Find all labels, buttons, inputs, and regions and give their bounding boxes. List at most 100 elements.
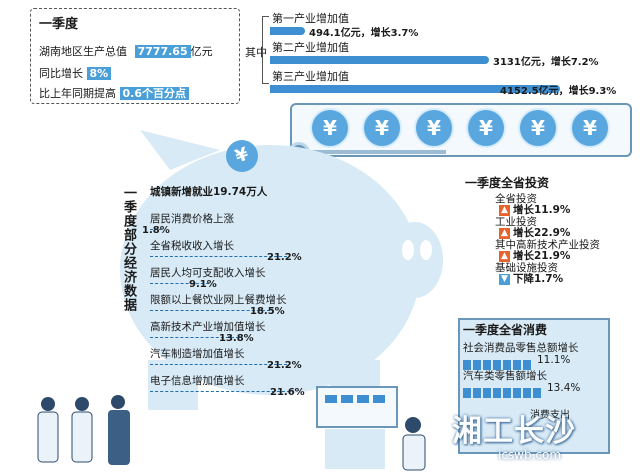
yuan-coin-icon: ¥	[466, 108, 506, 148]
yuan-coin-icon: ¥	[362, 108, 402, 148]
investment-item-label: 工业投资	[495, 216, 537, 228]
consumption-bar-segment	[513, 360, 521, 370]
industry-category-label: 第一产业增加值	[272, 12, 349, 25]
prev-value: 0.6个百分点	[119, 87, 189, 100]
consumption-bar-segment	[503, 360, 511, 370]
consumption-value: 13.4%	[547, 382, 581, 394]
econ-category-label: 居民消费价格上涨	[150, 213, 234, 225]
econ-value-label: 21.2%	[267, 360, 302, 371]
econ-category-label: 居民人均可支配收入增长	[150, 267, 266, 279]
econ-value-label: 1.8%	[142, 225, 170, 236]
arrow-up-icon: ▲	[499, 250, 510, 262]
investment-value-text: 增长21.9%	[513, 250, 571, 262]
investment-item-value: ▲增长22.9%	[499, 225, 570, 240]
econ-value-label: 18.5%	[250, 306, 285, 317]
industry-bar	[270, 56, 489, 64]
industry-chart: 第一产业增加值 494.1亿元，增长3.7% 第二产业增加值 3131亿元，增长7.2…	[270, 10, 635, 100]
industry-bar	[270, 85, 560, 93]
consumption-title: 一季度全省消费	[463, 323, 548, 337]
growth-label: 同比增长	[39, 67, 83, 80]
consumption-bar-segment	[473, 360, 481, 370]
econ-bar-track	[150, 226, 162, 230]
investment-item-value: ▲增长11.9%	[499, 202, 570, 217]
gdp-value: 7777.65	[134, 45, 191, 58]
econ-bar-track	[150, 280, 209, 284]
econ-category-label: 电子信息增加值增长	[150, 375, 245, 387]
prev-label: 比上年同期提高	[39, 87, 116, 100]
econ-value-label: 9.1%	[189, 279, 217, 290]
consumption-bar-segment	[513, 388, 521, 398]
consumption-bar-segment	[463, 388, 471, 398]
econ-value-label: 21.2%	[267, 252, 302, 263]
investment-value-text: 增长11.9%	[513, 204, 571, 216]
conveyor-pipe	[296, 150, 446, 154]
investment-item-label: 基础设施投资	[495, 262, 558, 274]
industry-bar	[270, 27, 305, 35]
econ-category-label: 限额以上餐饮业网上餐费增长	[150, 294, 287, 306]
consumption-bar-segment	[523, 360, 531, 370]
arrow-up-icon: ▲	[499, 204, 510, 216]
consumption-bar-segment	[483, 388, 491, 398]
gdp-unit: 亿元	[190, 45, 213, 58]
yuan-coin-icon: ¥	[414, 108, 454, 148]
people-illustration	[37, 395, 130, 465]
consumption-bar-segment	[493, 360, 501, 370]
econ-vertical-title: 一季度部分经济数据	[121, 186, 136, 312]
computer-workstation-illustration	[316, 386, 426, 471]
consumption-bar-segment	[523, 388, 531, 398]
consumption-item-label: 汽车类零售额增长	[463, 370, 547, 382]
econ-value-label: 21.6%	[270, 387, 305, 398]
yuan-coin-icon: ¥	[310, 108, 350, 148]
econ-category-label: 高新技术产业增加值增长	[150, 321, 266, 333]
investment-title: 一季度全省投资	[465, 176, 550, 190]
industry-value-label: 3131亿元，增长7.2%	[493, 57, 599, 68]
gdp-box-title: 一季度	[39, 17, 79, 32]
breakdown-connector: 其中	[245, 46, 267, 59]
consumption-bar-segment	[483, 360, 491, 370]
industry-category-label: 第三产业增加值	[272, 70, 349, 83]
consumption-bar-segment	[493, 388, 501, 398]
growth-value: 8%	[86, 67, 112, 80]
industry-value-label: 4152.5亿元，增长9.3%	[500, 86, 617, 97]
arrow-up-icon: ▲	[499, 227, 510, 239]
consumption-bar-segment	[503, 388, 511, 398]
industry-category-label: 第二产业增加值	[272, 41, 349, 54]
yuan-coin-icon: ¥	[570, 108, 610, 148]
consumption-bar-segment	[473, 388, 481, 398]
gdp-label: 湖南地区生产总值	[39, 45, 127, 58]
econ-bar-track	[150, 361, 287, 365]
arrow-down-icon: ▼	[499, 273, 510, 285]
econ-category-label: 全省税收收入增长	[150, 240, 234, 252]
econ-bar-track	[150, 334, 239, 338]
industry-value-label: 494.1亿元，增长3.7%	[309, 28, 419, 39]
investment-value-text: 下降1.7%	[513, 273, 564, 285]
econ-bar-track	[150, 307, 270, 311]
connector-bracket	[262, 16, 269, 84]
investment-item-value: ▲增长21.9%	[499, 248, 570, 263]
consumption-bar-segment	[533, 388, 541, 398]
prev-row: 比上年同期提高 0.6个百分点	[39, 85, 189, 101]
econ-category-label: 城镇新增就业19.74万人	[150, 186, 268, 198]
consumption-item-label: 社会消费品零售总额增长	[463, 342, 579, 354]
watermark-logo: 湘工长沙	[452, 414, 576, 449]
consumption-footer: 消费支出	[530, 410, 570, 421]
econ-category-label: 汽车制造增加值增长	[150, 348, 245, 360]
econ-bar-track	[150, 388, 290, 392]
investment-item-value: ▼下降1.7%	[499, 271, 563, 286]
yuan-coin-icon: ¥	[518, 108, 558, 148]
watermark-url: icswb.com	[498, 448, 562, 462]
consumption-value: 11.1%	[537, 354, 571, 366]
econ-value-label: 13.8%	[219, 333, 254, 344]
investment-value-text: 增长22.9%	[513, 227, 571, 239]
piggy-bank-illustration	[120, 130, 443, 410]
investment-item-label: 全省投资	[495, 193, 537, 205]
consumption-level-bar	[463, 383, 543, 402]
consumption-level-bar	[463, 355, 533, 374]
investment-item-label: 其中高新技术产业投资	[495, 239, 600, 251]
consumption-box	[458, 318, 610, 454]
consumption-bar-segment	[463, 360, 471, 370]
growth-row: 同比增长 8%	[39, 65, 112, 81]
